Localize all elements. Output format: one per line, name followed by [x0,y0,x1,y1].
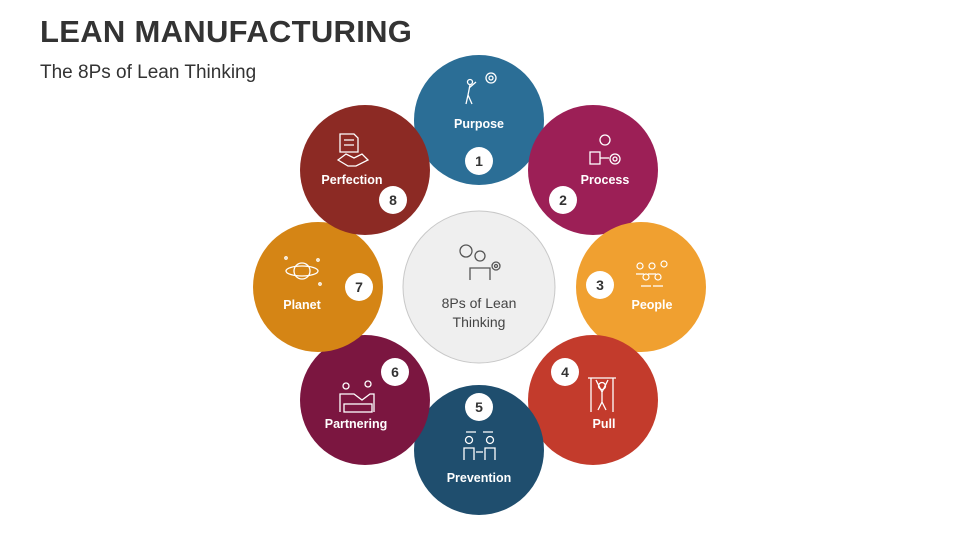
petal-label: Partnering [325,417,388,431]
petal-label: Perfection [321,173,382,187]
petal-shape [300,335,430,465]
thinking-person-icon [459,244,501,280]
number-badge [465,147,493,175]
center-line-2: Thinking [453,314,506,330]
number-badge [551,358,579,386]
partnering-icon [339,380,375,413]
petal-partnering[interactable]: Partnering 6 [300,335,430,465]
number-badge [379,186,407,214]
petal-shape [300,105,430,235]
number-badge [465,393,493,421]
target-person-icon [465,72,497,105]
process-worker-icon [589,134,621,165]
petal-label: People [632,298,673,312]
number-badge [549,186,577,214]
petal-planet[interactable]: Planet 7 [253,222,383,352]
petal-perfection[interactable]: Perfection 8 [300,105,430,235]
center-hub: 8Ps of Lean Thinking [399,207,559,367]
prevention-icon [463,431,496,460]
petal-shape [528,105,658,235]
petal-number: 3 [596,277,604,293]
center-line-1: 8Ps of Lean [442,295,517,311]
perfection-icon [336,133,370,167]
petal-shape [576,222,706,352]
page-title: LEAN MANUFACTURING [40,14,413,49]
petal-pull[interactable]: Pull 4 [528,335,658,465]
number-badge [586,271,614,299]
petal-number: 4 [561,364,569,380]
petal-number: 6 [391,364,399,380]
petal-label: Purpose [454,117,504,131]
petal-number: 2 [559,192,567,208]
pull-up-icon [588,377,616,412]
petal-number: 8 [389,192,397,208]
number-badge [345,273,373,301]
petal-label: Pull [593,417,616,431]
petal-shape [414,385,544,515]
petal-label: Process [581,173,630,187]
planet-icon [284,256,322,286]
petal-label: Prevention [447,471,512,485]
number-badge [381,358,409,386]
petal-shape [528,335,658,465]
people-group-icon [636,260,668,287]
petal-number: 7 [355,279,363,295]
petal-process[interactable]: Process 2 [528,105,658,235]
petal-purpose[interactable]: Purpose 1 [414,55,544,185]
petal-number: 1 [475,153,483,169]
petal-shape [253,222,383,352]
petal-people[interactable]: People 3 [576,222,706,352]
petal-shape [414,55,544,185]
page-subtitle: The 8Ps of Lean Thinking [40,62,257,83]
petal-label: Planet [283,298,321,312]
petal-prevention[interactable]: Prevention 5 [414,385,544,515]
petal-number: 5 [475,399,483,415]
